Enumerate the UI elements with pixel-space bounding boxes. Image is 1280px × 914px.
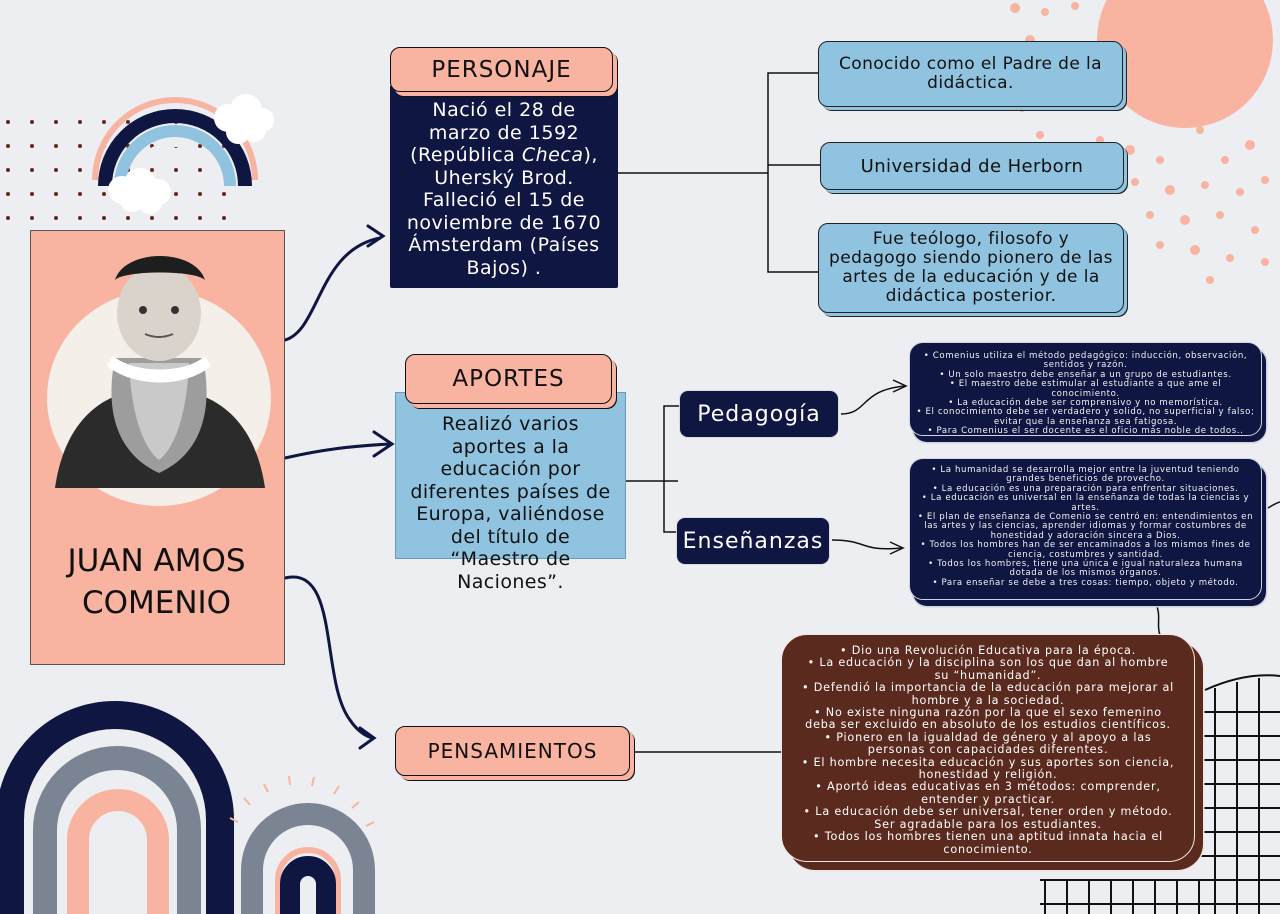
- cloud-decoration: [108, 94, 274, 214]
- list-item: • La educación debe ser universal, tener…: [803, 805, 1173, 831]
- pensamientos-title: PENSAMIENTOS: [395, 726, 630, 776]
- list-item: • Dio una Revolución Educativa para la é…: [839, 644, 1137, 657]
- pedagogia-list: • Comenius utiliza el método pedagógico:…: [909, 342, 1262, 436]
- rainbow-bottom-decoration: [0, 701, 375, 914]
- personaje-line: Falleció el 15 de: [423, 189, 585, 211]
- fact-padre-didactica-text: Conocido como el Padre de la didáctica.: [839, 54, 1102, 93]
- main-node-name-line1: JUAN AMOS: [67, 543, 246, 579]
- connector-lines: [618, 72, 1280, 753]
- list-item: • Para Comenius el ser docente es el ofi…: [927, 426, 1244, 437]
- arrow-to-personaje: [283, 236, 382, 342]
- list-item: • La humanidad se desarrolla mejor entre…: [931, 465, 1240, 485]
- personaje-line: Nació el 28 de: [432, 99, 576, 121]
- list-item: • Pionero en la igualdad de género y al …: [824, 730, 1152, 757]
- list-item: • La educación debe ser comprensivo y no…: [948, 398, 1223, 409]
- personaje-line: Ámsterdam (Países: [408, 234, 600, 256]
- fact-teologo-text: Fue teólogo, filosofo y pedagogo siendo …: [829, 229, 1113, 306]
- branch-ensenanzas: Enseñanzas: [677, 518, 829, 564]
- list-item: • El hombre necesita educación y sus apo…: [801, 755, 1175, 782]
- ensenanzas-list: • La humanidad se desarrolla mejor entre…: [909, 458, 1262, 600]
- list-item: • La educación es una preparación para e…: [932, 483, 1239, 494]
- rainbow-top-decoration: [92, 97, 258, 187]
- fact-universidad: Universidad de Herborn: [820, 142, 1124, 190]
- brown-dot-grid-decoration: [6, 120, 226, 220]
- aportes-body: Realizó varios aportes a la educación po…: [395, 392, 626, 593]
- list-item: • La educación y la disciplina son los q…: [807, 656, 1169, 682]
- list-item: • Para enseñar se debe a tres cosas: tie…: [932, 577, 1239, 588]
- list-item: • Aportó ideas educativas en 3 métodos: …: [815, 780, 1161, 806]
- list-item: • El plan de enseñanza de Comenio se cen…: [917, 512, 1254, 541]
- list-item: • Todos los hombres han de ser encaminad…: [920, 540, 1251, 560]
- portrait-image: [47, 256, 271, 506]
- arrowhead-personaje: [366, 224, 386, 248]
- personaje-title: PERSONAJE: [390, 47, 613, 92]
- list-item: • El maestro debe estimular al estudiant…: [949, 379, 1222, 399]
- personaje-line: (República Checa),: [410, 144, 598, 166]
- arrowhead-pensamientos: [358, 726, 377, 750]
- list-item: • La educación es universal en la enseña…: [921, 493, 1250, 513]
- sun-rays-decoration: [229, 775, 375, 827]
- main-node-name: JUAN AMOS COMENIO: [0, 540, 313, 624]
- personaje-line: marzo de 1592: [428, 121, 580, 144]
- list-item: • Un solo maestro debe enseñar a un grup…: [939, 369, 1232, 380]
- salmon-circle-decoration: [1097, 0, 1273, 128]
- list-item: • Comenius utiliza el método pedagógico:…: [923, 351, 1248, 371]
- fact-universidad-text: Universidad de Herborn: [860, 155, 1084, 177]
- aportes-text: Realizó varios aportes a la educación po…: [410, 413, 611, 593]
- pensamientos-list: • Dio una Revolución Educativa para la é…: [781, 634, 1195, 862]
- arrow-to-pensamientos: [283, 575, 374, 740]
- grid-decoration: [1040, 674, 1280, 914]
- main-node-name-line2: COMENIO: [81, 585, 232, 621]
- list-item: • El conocimiento debe ser verdadero y s…: [916, 407, 1255, 427]
- branch-pedagogia: Pedagogía: [680, 391, 838, 437]
- list-item: • Defendió la importancia de la educació…: [801, 681, 1175, 707]
- fact-teologo: Fue teólogo, filosofo y pedagogo siendo …: [818, 223, 1124, 313]
- list-item: • Todos los hombres tienen una aptitud i…: [812, 830, 1164, 856]
- list-item: • No existe ninguna razón por la que el …: [805, 706, 1171, 732]
- aportes-title: APORTES: [405, 354, 612, 404]
- personaje-line: Bajos) .: [466, 256, 542, 279]
- connector-arrows: [283, 224, 395, 750]
- arrowhead-aportes: [372, 430, 395, 458]
- personaje-line: Uherský Brod.: [434, 166, 574, 189]
- fact-padre-didactica: Conocido como el Padre de la didáctica.: [818, 41, 1123, 107]
- list-item: • Todos los hombres, tiene una única e i…: [928, 559, 1243, 579]
- personaje-line: noviembre de 1670: [406, 211, 602, 234]
- arrow-to-aportes: [283, 442, 392, 460]
